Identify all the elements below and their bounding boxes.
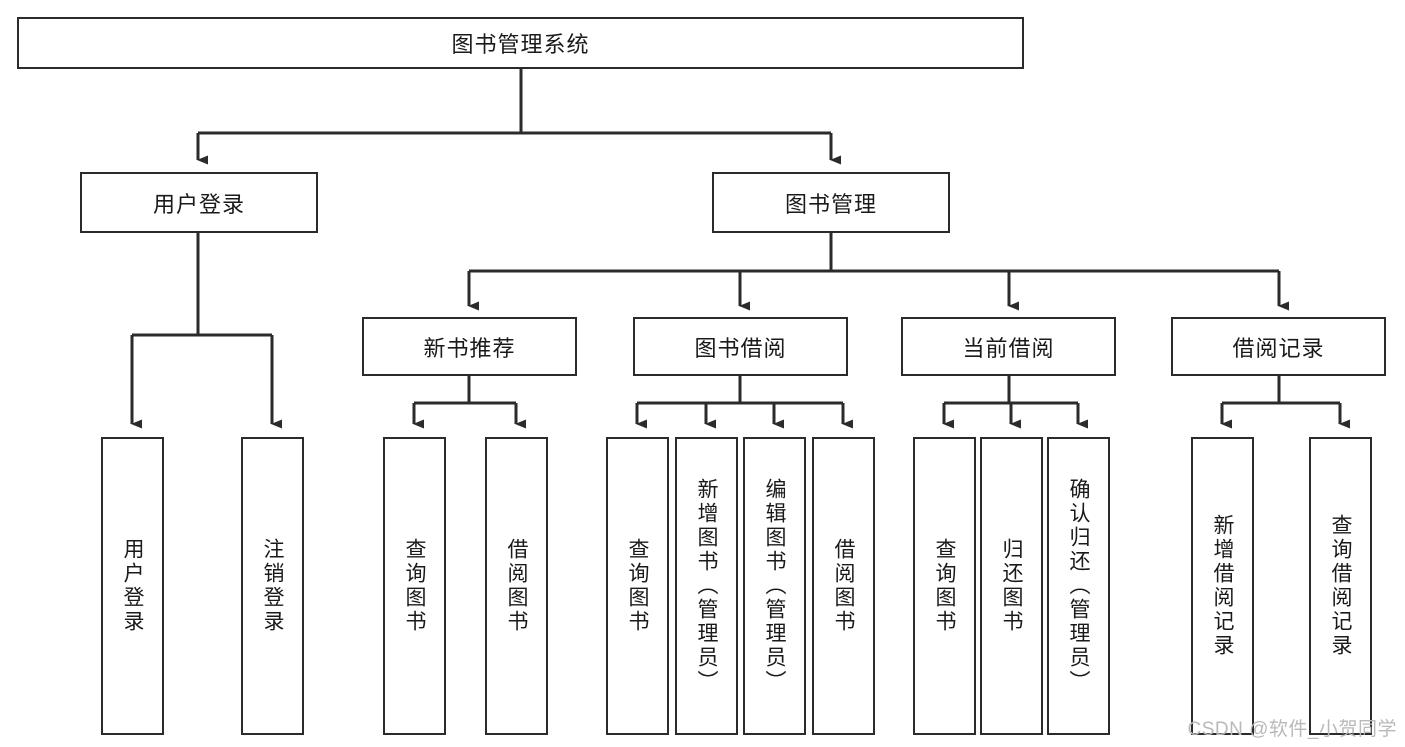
node-book-management[interactable]: 图书管理 [712, 172, 950, 233]
node-book-borrow[interactable]: 图书借阅 [633, 317, 848, 376]
leaf-user-login[interactable]: 用户登录 [101, 437, 164, 735]
node-user-login[interactable]: 用户登录 [80, 172, 318, 233]
leaf-logout-login-label: 注销登录 [261, 538, 284, 634]
leaf-current-return-book[interactable]: 归还图书 [980, 437, 1043, 735]
node-new-book-recommend-label: 新书推荐 [423, 335, 516, 361]
leaf-borrow-query-book-label: 查询图书 [626, 538, 649, 634]
node-current-borrow-label: 当前借阅 [962, 335, 1055, 361]
leaf-records-query-record[interactable]: 查询借阅记录 [1309, 437, 1372, 735]
node-book-management-label: 图书管理 [784, 191, 877, 217]
leaf-borrow-edit-book-admin[interactable]: 编辑图书（管理员） [743, 437, 806, 735]
node-root[interactable]: 图书管理系统 [17, 17, 1024, 69]
leaf-recommend-query-book-label: 查询图书 [403, 538, 426, 634]
node-book-borrow-label: 图书借阅 [694, 335, 787, 361]
leaf-borrow-borrow-book[interactable]: 借阅图书 [812, 437, 875, 735]
leaf-user-login-label: 用户登录 [121, 538, 144, 634]
leaf-logout-login[interactable]: 注销登录 [241, 437, 304, 735]
leaf-borrow-borrow-book-label: 借阅图书 [832, 538, 855, 634]
leaf-recommend-borrow-book[interactable]: 借阅图书 [485, 437, 548, 735]
leaf-borrow-edit-book-admin-label: 编辑图书（管理员） [763, 478, 786, 694]
watermark: CSDN @软件_小贺同学 [1187, 719, 1397, 740]
node-user-login-label: 用户登录 [152, 191, 245, 217]
leaf-current-query-book[interactable]: 查询图书 [913, 437, 976, 735]
node-borrow-records[interactable]: 借阅记录 [1171, 317, 1386, 376]
leaf-records-add-record-label: 新增借阅记录 [1211, 514, 1234, 658]
leaf-current-return-book-label: 归还图书 [1000, 538, 1023, 634]
leaf-current-confirm-return-admin[interactable]: 确认归还（管理员） [1047, 437, 1110, 735]
node-borrow-records-label: 借阅记录 [1232, 335, 1325, 361]
node-root-label: 图书管理系统 [451, 32, 590, 57]
leaf-borrow-add-book-admin-label: 新增图书（管理员） [695, 478, 718, 694]
leaf-recommend-borrow-book-label: 借阅图书 [505, 538, 528, 634]
leaf-current-query-book-label: 查询图书 [933, 538, 956, 634]
leaf-records-add-record[interactable]: 新增借阅记录 [1191, 437, 1254, 735]
node-new-book-recommend[interactable]: 新书推荐 [362, 317, 577, 376]
leaf-recommend-query-book[interactable]: 查询图书 [383, 437, 446, 735]
leaf-borrow-query-book[interactable]: 查询图书 [606, 437, 669, 735]
leaf-records-query-record-label: 查询借阅记录 [1329, 514, 1352, 658]
node-current-borrow[interactable]: 当前借阅 [901, 317, 1116, 376]
leaf-borrow-add-book-admin[interactable]: 新增图书（管理员） [675, 437, 738, 735]
leaf-current-confirm-return-admin-label: 确认归还（管理员） [1067, 478, 1090, 694]
